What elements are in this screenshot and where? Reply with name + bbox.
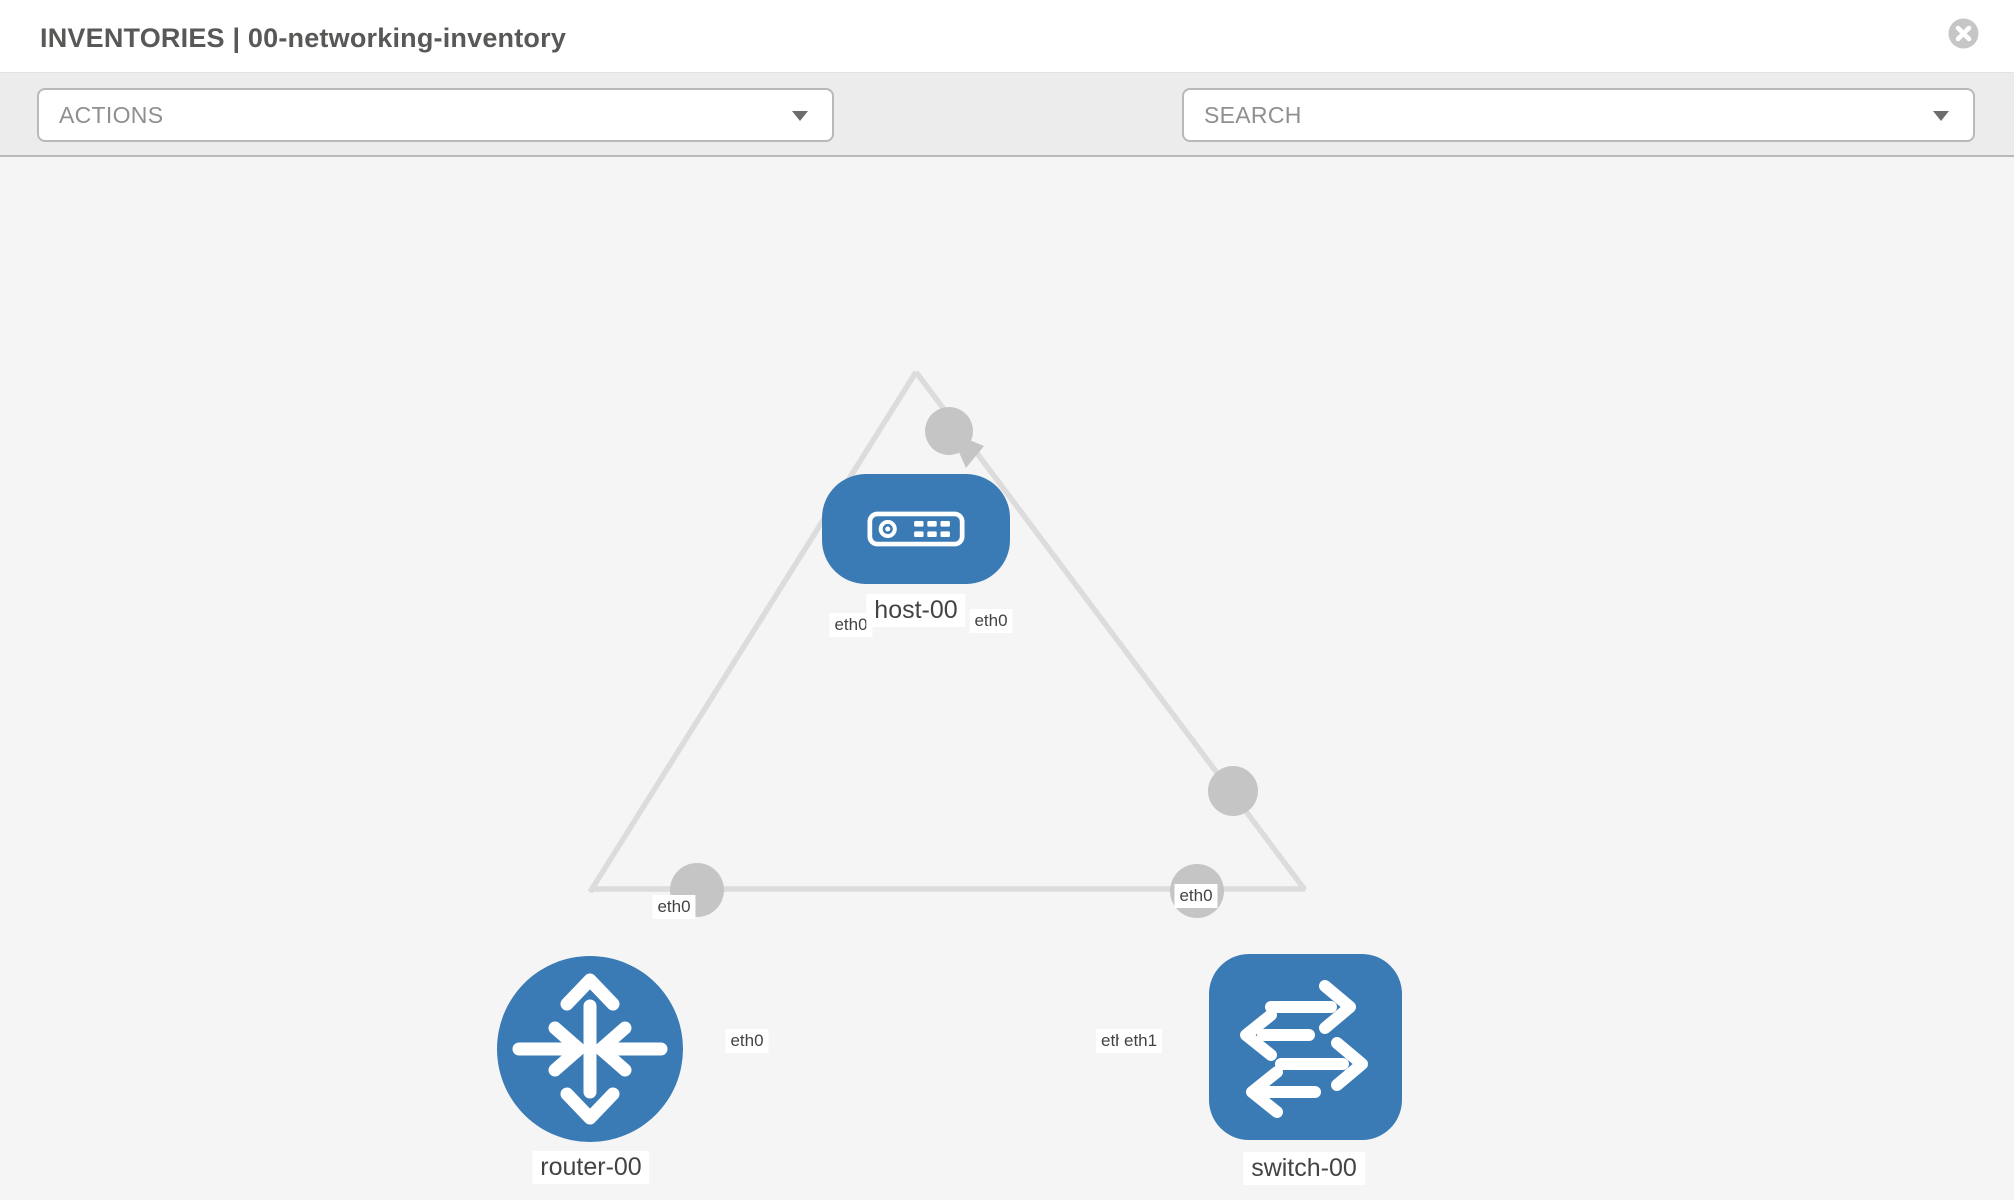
node-label-switch: switch-00 bbox=[1243, 1152, 1365, 1185]
node-router-00[interactable] bbox=[497, 956, 683, 1142]
link-host-router[interactable] bbox=[587, 370, 919, 894]
search-dropdown-label: SEARCH bbox=[1204, 102, 1302, 128]
header: INVENTORIES | 00-networking-inventory bbox=[0, 0, 2014, 72]
close-icon bbox=[1948, 18, 1979, 49]
toolbar: ACTIONS SEARCH bbox=[0, 72, 2014, 206]
port-circle-host-switch[interactable] bbox=[925, 407, 973, 455]
node-label-host: host-00 bbox=[866, 594, 966, 627]
host-icon bbox=[867, 511, 965, 547]
chevron-down-icon bbox=[792, 111, 808, 121]
node-host-00[interactable] bbox=[822, 474, 1010, 584]
close-button[interactable] bbox=[1948, 18, 1979, 49]
interface-label: eth1 bbox=[1119, 1029, 1163, 1053]
actions-dropdown-label: ACTIONS bbox=[59, 102, 164, 128]
interface-label: eth0 bbox=[829, 613, 873, 637]
router-icon bbox=[512, 973, 668, 1125]
switch-icon bbox=[1240, 980, 1368, 1118]
topology-canvas[interactable]: eth0 eth0 eth0 eth0 eth0 eth0 eth1 host-… bbox=[0, 157, 2014, 1200]
interface-label: eth0 bbox=[1174, 884, 1218, 908]
topology-links-layer bbox=[587, 370, 1308, 918]
chevron-down-icon bbox=[1933, 111, 1949, 121]
node-label-router: router-00 bbox=[532, 1151, 650, 1184]
node-switch-00[interactable] bbox=[1209, 954, 1402, 1140]
page-title: INVENTORIES | 00-networking-inventory bbox=[40, 23, 567, 53]
search-dropdown[interactable]: SEARCH bbox=[1182, 88, 1975, 142]
interface-label: eth0 bbox=[725, 1029, 769, 1053]
interface-label: eth0 bbox=[652, 895, 696, 919]
actions-dropdown[interactable]: ACTIONS bbox=[37, 88, 834, 142]
port-circle-switch-host[interactable] bbox=[1208, 766, 1258, 816]
interface-label: eth0 bbox=[969, 609, 1013, 633]
